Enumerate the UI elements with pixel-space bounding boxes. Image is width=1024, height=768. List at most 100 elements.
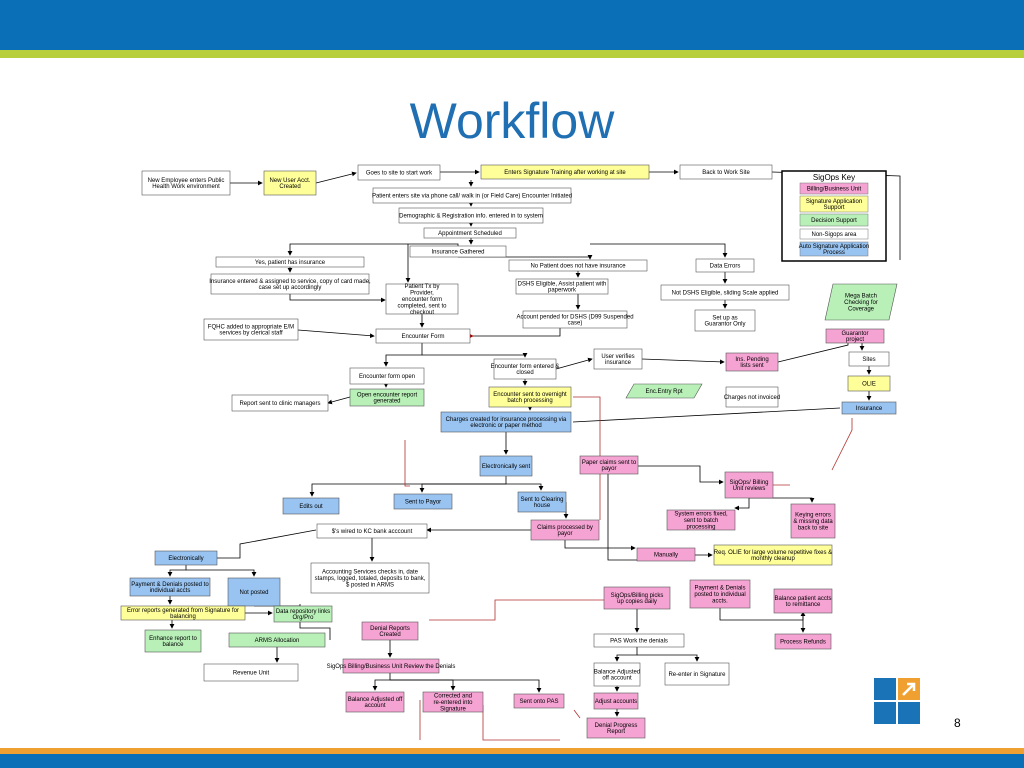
- connector-line: [383, 343, 423, 367]
- key-swatch: [799, 182, 869, 195]
- node-box: [393, 493, 453, 510]
- node-box: [423, 227, 517, 239]
- connector-line: [217, 529, 317, 559]
- node-box: [493, 358, 557, 380]
- node-box: [422, 691, 484, 713]
- node-box: [227, 577, 281, 607]
- node-label: Process Refunds: [780, 640, 826, 646]
- node-encounter-form: Encounter Form: [375, 328, 471, 344]
- connector-line: [482, 705, 560, 741]
- connector-line: [390, 679, 542, 693]
- node-label: Back to Work Site: [702, 170, 750, 176]
- node-label: $'s wired to KC bank acccount: [332, 529, 413, 535]
- node-pas-work: PAS Work the denials: [593, 633, 685, 648]
- node-label: Encounter Form: [401, 334, 444, 340]
- node-label: Charges created for insurance processing…: [446, 417, 567, 429]
- node-electronically: Electronically: [154, 550, 218, 566]
- node-box: [203, 663, 299, 682]
- connector-line: [573, 709, 581, 719]
- node-box: [773, 588, 833, 614]
- connector-line: [422, 353, 528, 358]
- node-label: Edits out: [299, 504, 323, 510]
- node-encounter-form-closed: Encounter form entered &closed: [491, 358, 560, 380]
- node-box: [480, 164, 650, 180]
- node-label: No Patient does not have insurance: [530, 264, 626, 270]
- node-label: Req. OLIE for large volume repetitive fi…: [714, 550, 832, 562]
- node-box: [357, 164, 441, 181]
- connector-line: [315, 171, 357, 184]
- connector-line: [637, 654, 700, 662]
- node-box: [345, 691, 405, 713]
- node-appointment: Appointment Scheduled: [423, 227, 517, 239]
- node-box: [790, 503, 836, 539]
- connector-line: [309, 476, 507, 497]
- node-box: [517, 491, 567, 513]
- node-box: [774, 633, 832, 650]
- node-label: Electronically sent: [482, 464, 531, 470]
- node-box: [273, 605, 333, 623]
- node-box: [825, 328, 885, 344]
- node-box: [215, 256, 365, 268]
- node-box: [440, 411, 572, 433]
- connector-line: [831, 418, 853, 471]
- node-box: [689, 579, 751, 609]
- connector-line: [607, 474, 660, 561]
- node-box: [515, 278, 609, 295]
- node-label: Goes to site to start work: [366, 171, 433, 177]
- node-label: Charges not invoiced: [724, 395, 780, 401]
- node-not-dshs: Not DSHS Eligible, sliding Scale applied: [660, 284, 790, 301]
- node-sites: Sites: [848, 351, 890, 367]
- node-demographic: Demographic & Registration info. entered…: [398, 207, 544, 224]
- connector-line: [167, 565, 187, 577]
- connector-line: [289, 294, 386, 303]
- node-revenue-unit: Revenue Unit: [203, 663, 299, 682]
- key-item-label: Billing/Business Unit: [807, 187, 862, 193]
- node-label: Sent onto PAS: [520, 699, 559, 705]
- node-box: [724, 471, 774, 499]
- node-box: [409, 245, 507, 258]
- node-error-reports: Error reports generated from Signature f…: [120, 605, 246, 621]
- node-label: Encounter form entered &closed: [491, 364, 560, 376]
- node-label: ARMS Allocation: [255, 638, 300, 644]
- node-label: Encounter form open: [359, 374, 415, 380]
- node-box: [530, 519, 600, 541]
- node-box: [310, 562, 430, 594]
- node-label: Manually: [654, 553, 678, 559]
- node-req-olie: Req. OLIE for large volume repetitive fi…: [713, 544, 833, 566]
- node-adjust-accounts: Adjust accounts: [593, 692, 639, 710]
- node-yes-insurance: Yes, patient has insurance: [215, 256, 365, 268]
- key-swatch: [799, 228, 869, 240]
- node-label: Yes, patient has insurance: [255, 260, 326, 266]
- node-box: [695, 258, 755, 273]
- node-label: Not posted: [239, 590, 268, 596]
- node-box: [725, 352, 779, 372]
- node-box: [203, 318, 299, 341]
- node-charges-created: Charges created for insurance processing…: [440, 411, 572, 433]
- node-label: Patient enters site via phone call/ walk…: [372, 194, 572, 200]
